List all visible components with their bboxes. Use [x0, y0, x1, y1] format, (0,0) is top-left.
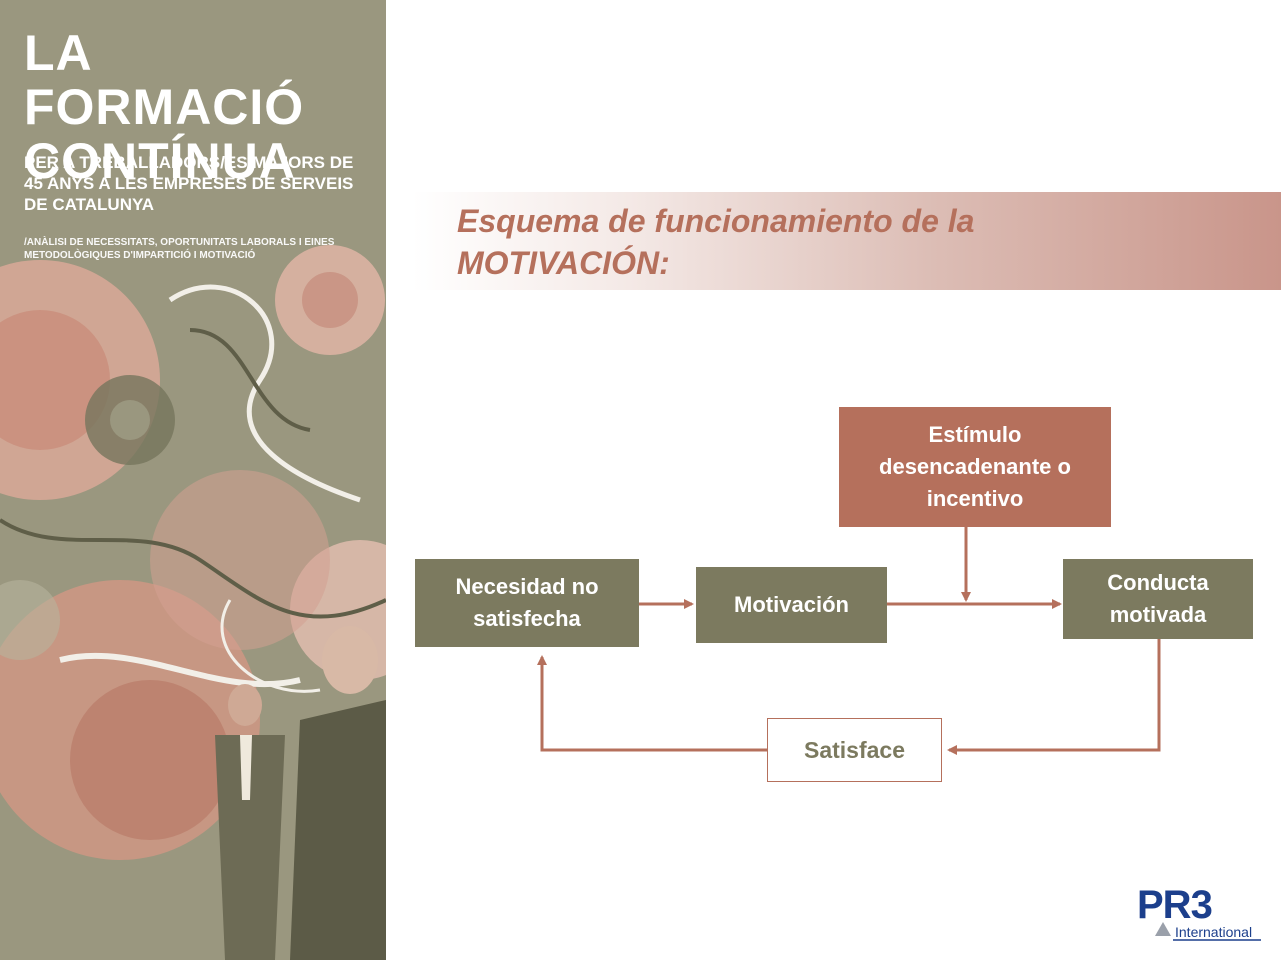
title-band	[412, 192, 1281, 290]
arrow-satisface-to-need	[537, 655, 767, 752]
banner-subtitle: PER A TREBALLADORS/ES MAJORS DE 45 ANYS …	[24, 153, 354, 214]
node-need: Necesidad no satisfecha	[415, 559, 639, 647]
slide-title: Esquema de funcionamiento de la MOTIVACI…	[457, 203, 975, 281]
pr3-logo: PR3 International	[1135, 882, 1265, 942]
node-motivation: Motivación	[696, 567, 887, 643]
node-behavior: Conducta motivada	[1063, 559, 1253, 639]
pr3-logo-icon: PR3 International	[1137, 883, 1261, 941]
arrow-behavior-to-satisface	[947, 639, 1161, 755]
svg-text:International: International	[1175, 924, 1252, 940]
banner-title: LA FORMACIÓ CONTÍNUA	[24, 25, 305, 189]
node-stimulus: Estímulo desencadenante o incentivo	[839, 407, 1111, 527]
banner-note: /ANÀLISI DE NECESSITATS, OPORTUNITATS LA…	[24, 237, 335, 261]
decorative-illustration	[0, 245, 386, 960]
brochure-banner: LA FORMACIÓ CONTÍNUA PER A TREBALLADORS/…	[0, 0, 386, 960]
svg-text:PR3: PR3	[1137, 883, 1212, 927]
node-satisface: Satisface	[767, 718, 942, 782]
